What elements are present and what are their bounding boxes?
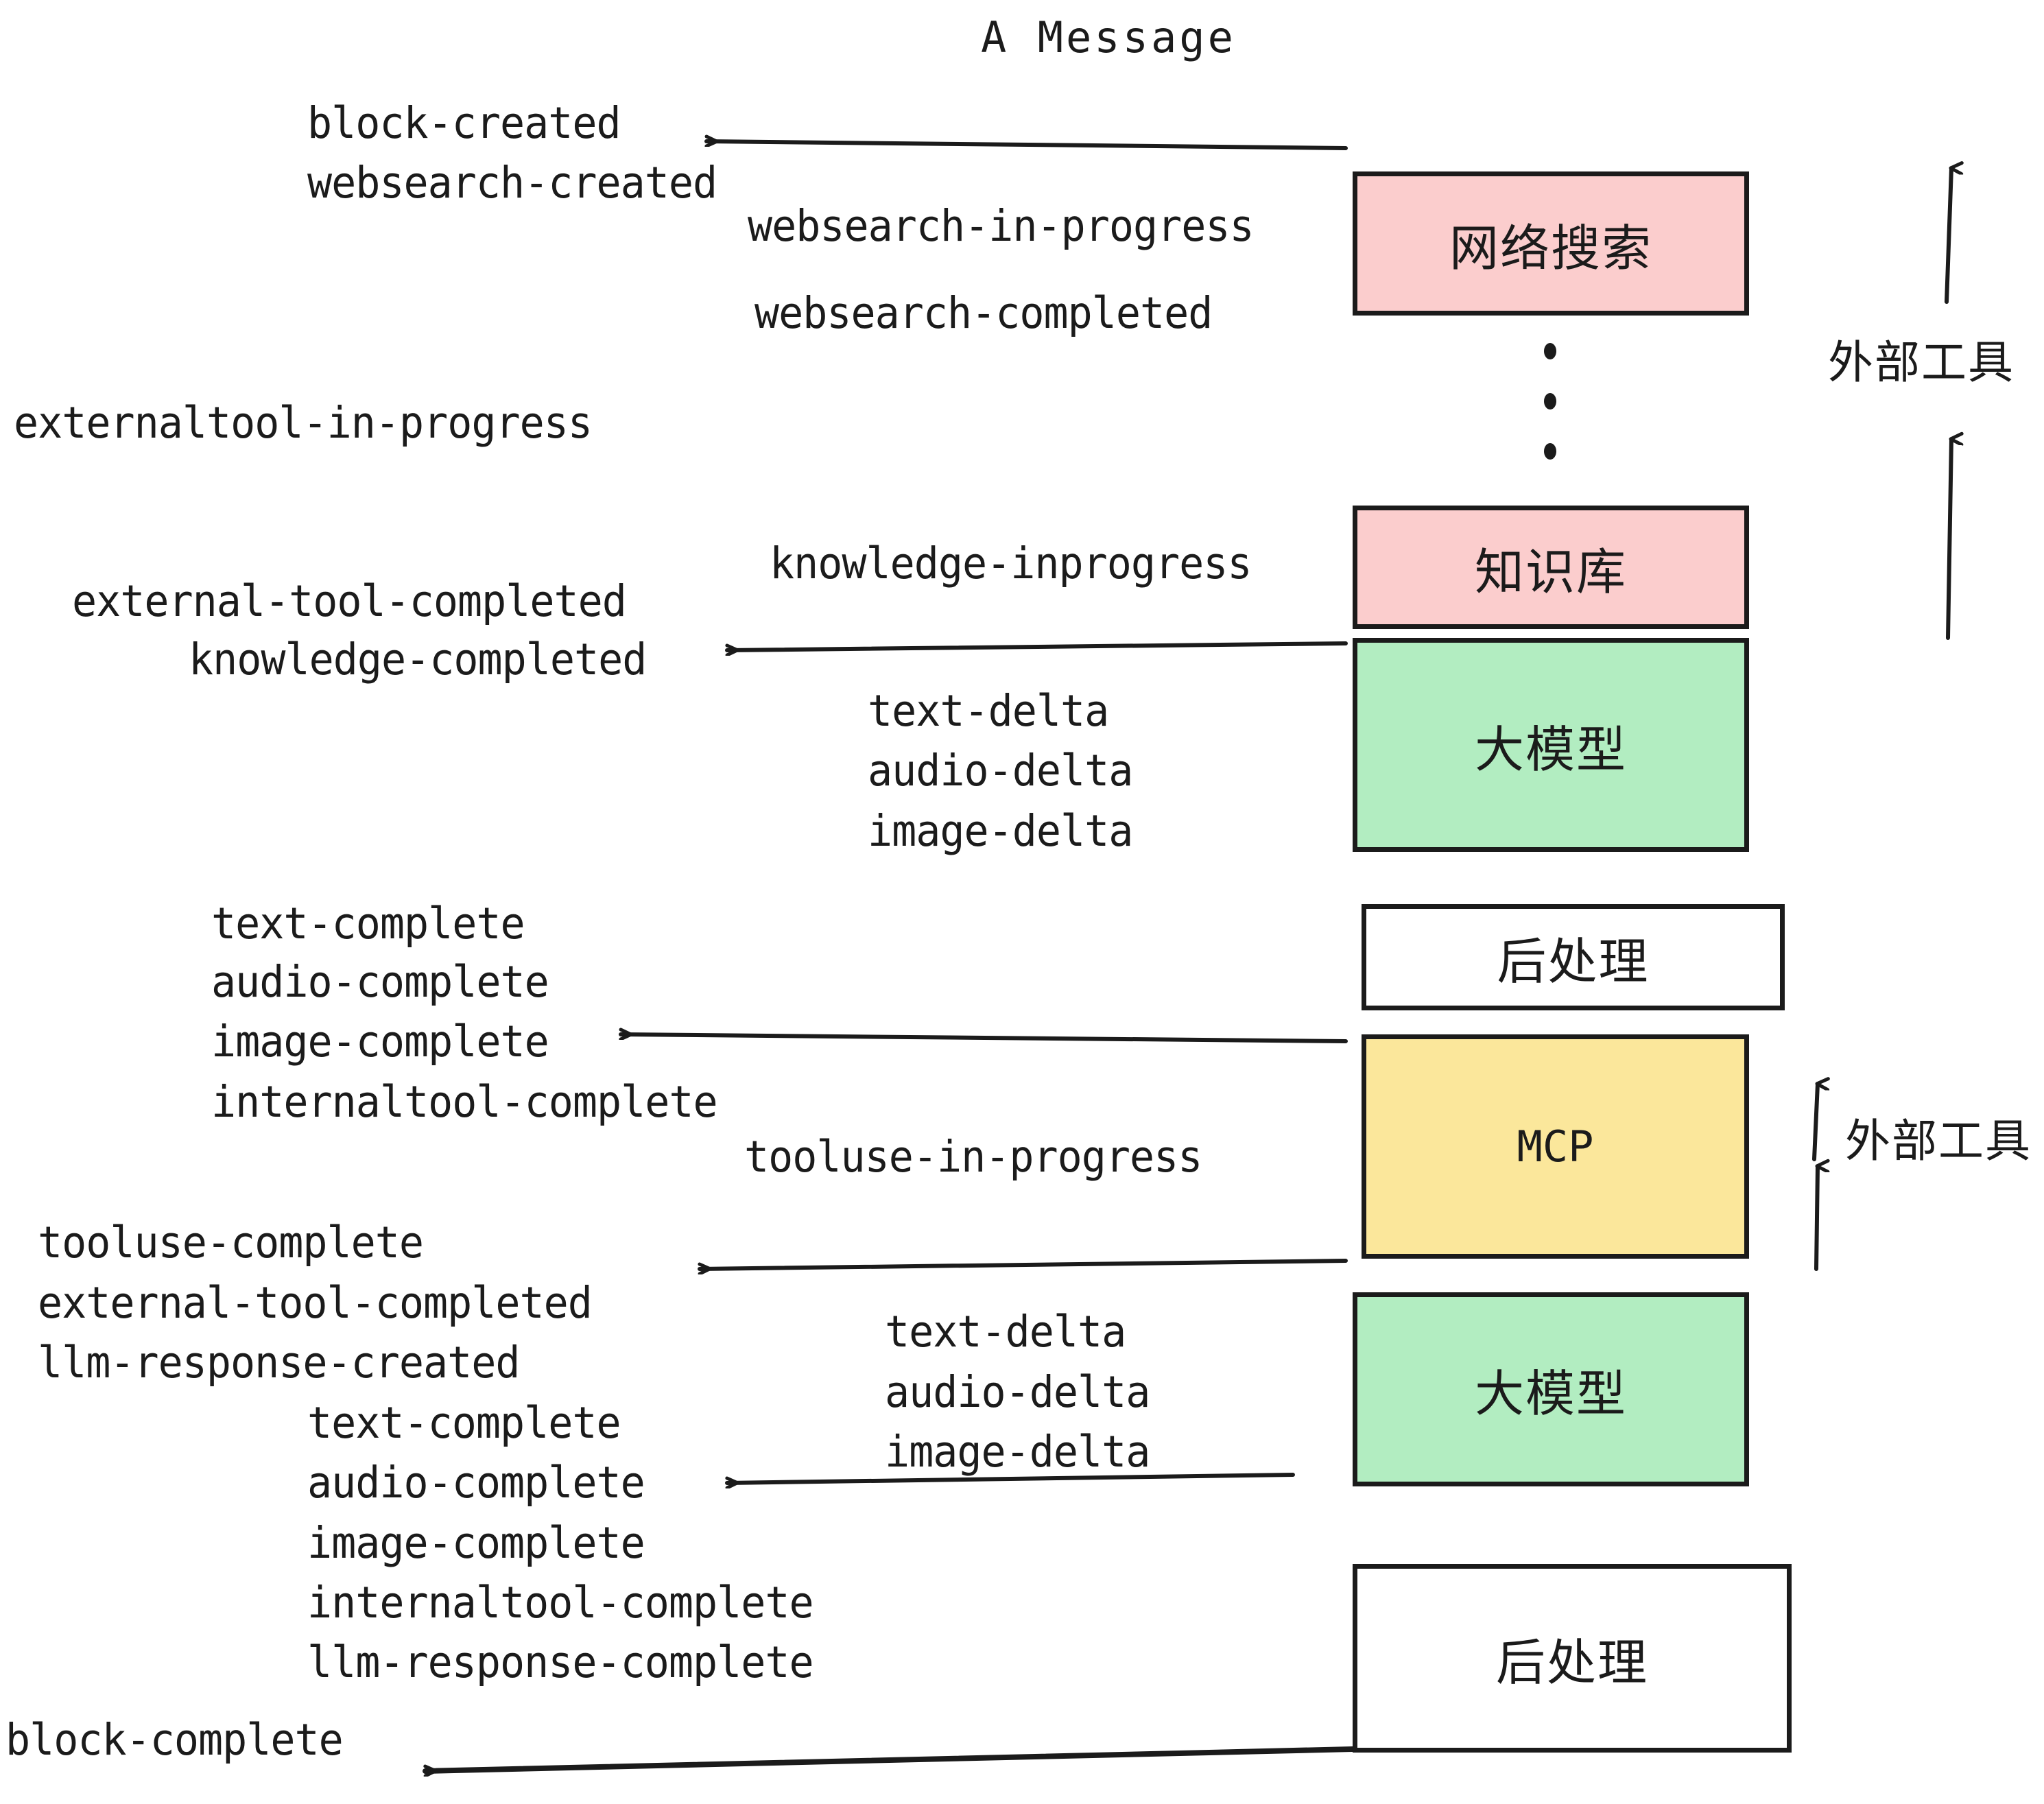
event-label-websearch-in-progress: websearch-in-progress [748, 200, 1255, 252]
arrow-image-complete [619, 1034, 1348, 1043]
box-mcp: MCP [1362, 1034, 1749, 1259]
event-label-external-tool-completed-1: external-tool-completed [72, 575, 627, 627]
box-label: 知识库 [1474, 543, 1627, 601]
event-label-image-delta-1: image-delta [868, 805, 1133, 857]
event-label-external-tool-completed-2: external-tool-completed [38, 1277, 593, 1329]
box-label: 后处理 [1497, 933, 1650, 990]
event-label-externaltool-in-progress: externaltool-in-progress [14, 397, 593, 449]
event-label-image-complete-2: image-complete [307, 1517, 645, 1569]
side-label-external-tool-top: 外部工具 [1828, 336, 2015, 389]
dot-icon [1544, 343, 1556, 359]
arrow-external-tool-top-up [1945, 168, 1951, 304]
box-knowledge-base: 知识库 [1353, 506, 1749, 629]
box-label: 网络搜索 [1449, 219, 1652, 277]
dot-icon [1544, 443, 1556, 460]
event-label-block-complete: block-complete [5, 1714, 344, 1766]
box-label: MCP [1517, 1121, 1594, 1172]
arrow-external-tool-top-down [1946, 439, 1951, 640]
event-label-internaltool-complete-1: internaltool-complete [211, 1076, 718, 1128]
event-label-knowledge-completed: knowledge-completed [189, 634, 647, 685]
event-label-audio-delta-1: audio-delta [868, 745, 1133, 796]
box-postprocess-second: 后处理 [1353, 1564, 1792, 1753]
event-label-websearch-completed: websearch-completed [754, 287, 1213, 339]
arrow-tooluse-complete [698, 1259, 1348, 1269]
event-label-tooluse-in-progress: tooluse-in-progress [744, 1131, 1202, 1183]
event-label-text-complete-1: text-complete [211, 898, 525, 949]
event-label-internaltool-complete-2: internaltool-complete [307, 1577, 814, 1628]
box-web-search: 网络搜索 [1353, 171, 1749, 316]
event-label-tooluse-complete: tooluse-complete [38, 1217, 424, 1268]
arrow-knowledge-completed [725, 641, 1348, 650]
side-label-external-tool-bottom: 外部工具 [1845, 1115, 2032, 1167]
box-llm-second: 大模型 [1353, 1292, 1749, 1486]
dot-icon [1544, 393, 1556, 410]
box-postprocess-first: 后处理 [1362, 904, 1785, 1010]
event-label-image-delta-2: image-delta [885, 1426, 1150, 1477]
event-label-knowledge-inprogress: knowledge-inprogress [770, 538, 1252, 589]
box-llm-first: 大模型 [1353, 638, 1749, 852]
arrow-external-tool-bottom-up [1812, 1084, 1818, 1161]
event-label-block-created: block-created [307, 97, 621, 149]
page-title: A Message [981, 12, 1236, 62]
arrow-websearch-created [704, 141, 1348, 150]
event-label-llm-response-created: llm-response-created [38, 1337, 520, 1388]
box-label: 后处理 [1495, 1634, 1648, 1692]
event-label-text-delta-1: text-delta [868, 685, 1109, 737]
event-label-text-complete-2: text-complete [307, 1397, 621, 1449]
arrow-external-tool-bottom-down [1814, 1166, 1818, 1271]
arrow-block-complete [423, 1746, 1355, 1771]
event-label-websearch-created: websearch-created [307, 157, 717, 209]
event-label-text-delta-2: text-delta [885, 1306, 1126, 1357]
event-label-image-complete-1: image-complete [211, 1016, 549, 1067]
box-label: 大模型 [1474, 1365, 1627, 1423]
event-label-audio-complete-1: audio-complete [211, 956, 549, 1008]
event-label-audio-delta-2: audio-delta [885, 1366, 1150, 1418]
event-label-llm-response-complete: llm-response-complete [307, 1637, 814, 1688]
ellipsis-dots [1542, 343, 1558, 460]
event-label-audio-complete-2: audio-complete [307, 1457, 645, 1508]
box-label: 大模型 [1474, 720, 1627, 779]
